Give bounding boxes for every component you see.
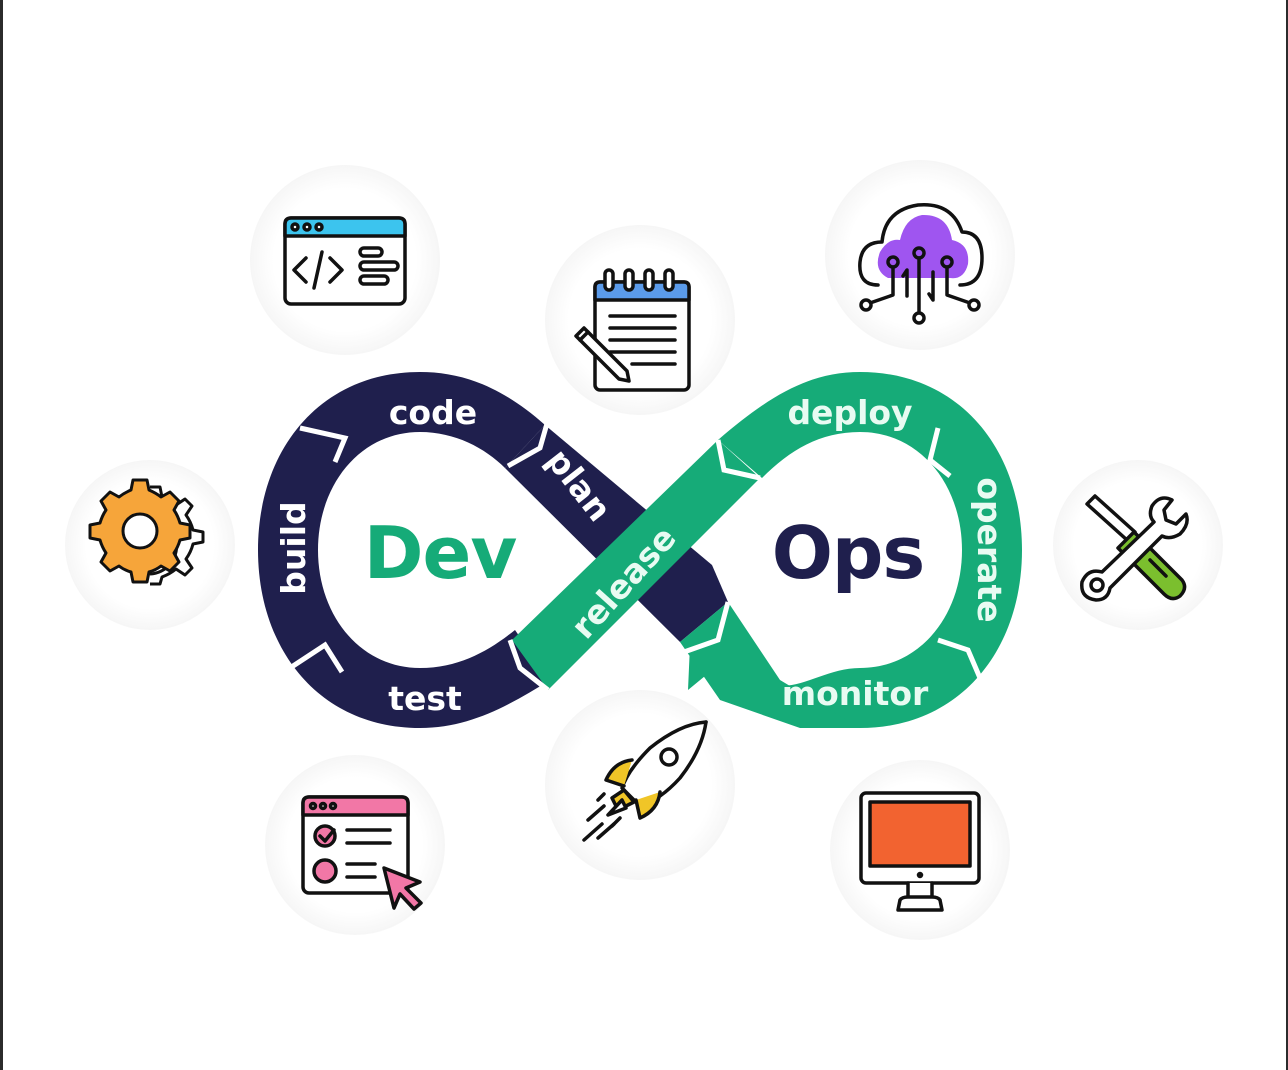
stage-label-code: code [389, 393, 477, 432]
frame-border-left [0, 0, 3, 1070]
stage-separators [288, 419, 983, 692]
stage-label-test: test [388, 679, 462, 718]
frame-border-right [1286, 0, 1288, 1070]
stage-label-operate: operate [970, 477, 1009, 622]
rocket-icon [582, 720, 708, 842]
monitor-screen-icon [859, 791, 981, 912]
notepad-plan-icon [574, 268, 691, 392]
tools-icon [1080, 494, 1189, 602]
stage-label-deploy: deploy [787, 393, 912, 432]
gears-icon [88, 478, 205, 586]
stage-label-build: build [274, 501, 313, 594]
code-window-icon [283, 216, 407, 306]
cloud-network-icon [858, 203, 984, 325]
dev-loop [258, 372, 728, 728]
title-ops: Ops [772, 511, 925, 595]
test-checklist-icon [301, 795, 423, 911]
title-dev: Dev [364, 511, 517, 595]
stage-label-monitor: monitor [782, 674, 929, 713]
